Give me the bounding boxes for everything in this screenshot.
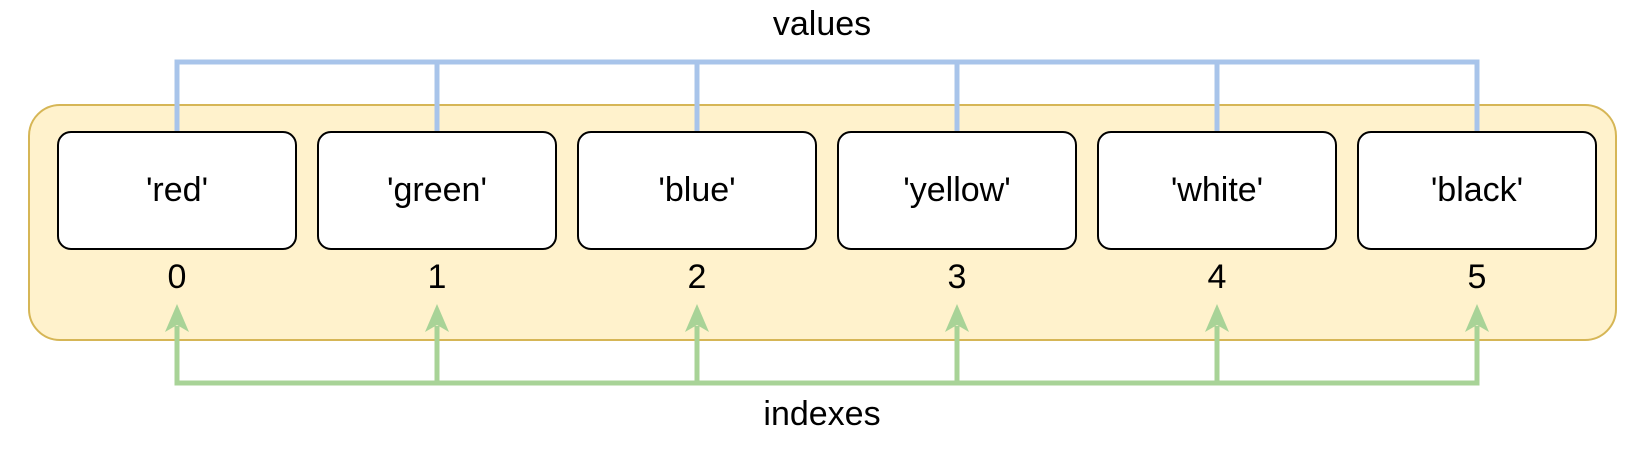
list-cell: 'white' bbox=[1097, 131, 1337, 250]
cell-value: 'white' bbox=[1170, 171, 1264, 209]
list-cell: 'red' bbox=[57, 131, 297, 250]
index-label: 2 bbox=[687, 258, 707, 296]
values-label: values bbox=[772, 5, 872, 43]
indexes-label: indexes bbox=[763, 395, 881, 433]
cell-value: 'yellow' bbox=[903, 171, 1011, 209]
list-cell: 'yellow' bbox=[837, 131, 1077, 250]
cell-value: 'green' bbox=[387, 171, 487, 209]
cell-value: 'blue' bbox=[658, 171, 736, 209]
index-label: 4 bbox=[1207, 258, 1227, 296]
index-label: 0 bbox=[167, 258, 187, 296]
list-cell: 'black' bbox=[1357, 131, 1597, 250]
list-cell: 'blue' bbox=[577, 131, 817, 250]
index-label: 3 bbox=[947, 258, 967, 296]
index-label: 1 bbox=[427, 258, 447, 296]
cell-value: 'red' bbox=[145, 171, 209, 209]
cell-value: 'black' bbox=[1430, 171, 1524, 209]
list-cell: 'green' bbox=[317, 131, 557, 250]
index-label: 5 bbox=[1467, 258, 1487, 296]
